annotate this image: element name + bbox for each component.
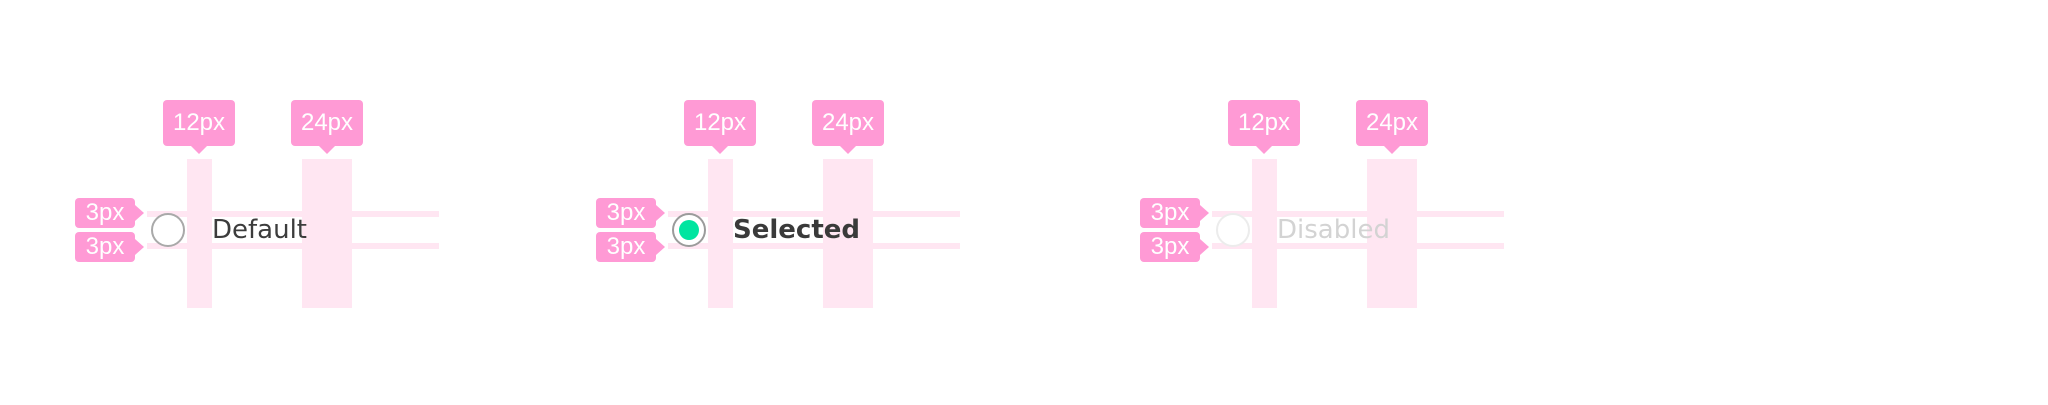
- measure-tag-end-gap: 24px: [812, 100, 884, 154]
- measure-tag-end-gap: 24px: [1356, 100, 1428, 154]
- measure-tag-control-gap: 12px: [163, 100, 235, 154]
- guide-line-top: [147, 211, 439, 217]
- guide-band-12px: [187, 159, 212, 308]
- radio-label-selected: Selected: [733, 215, 860, 245]
- measure-tag-top-padding: 3px: [596, 198, 665, 228]
- guide-line-top: [668, 211, 960, 217]
- guide-line-top: [1212, 211, 1504, 217]
- radio-selected-dot: [679, 220, 699, 240]
- measure-tag-end-gap: 24px: [291, 100, 363, 154]
- measure-tag-bottom-padding: 3px: [75, 232, 144, 262]
- measure-tag-top-padding: 3px: [75, 198, 144, 228]
- radio-spec-selected: 12px 24px 3px 3px Selected: [596, 0, 1096, 405]
- guide-line-bottom: [1212, 243, 1504, 249]
- radio-button-selected[interactable]: [672, 213, 706, 247]
- radio-label-default: Default: [212, 215, 307, 245]
- measure-tag-control-gap: 12px: [684, 100, 756, 154]
- measure-tag-top-padding: 3px: [1140, 198, 1209, 228]
- guide-band-24px: [823, 159, 873, 308]
- radio-button-disabled: [1216, 213, 1250, 247]
- guide-line-bottom: [668, 243, 960, 249]
- measure-tag-bottom-padding: 3px: [1140, 232, 1209, 262]
- guide-line-bottom: [147, 243, 439, 249]
- radio-spec-disabled: 12px 24px 3px 3px Disabled: [1140, 0, 1640, 405]
- measure-tag-bottom-padding: 3px: [596, 232, 665, 262]
- guide-band-24px: [1367, 159, 1417, 308]
- guide-band-12px: [708, 159, 733, 308]
- guide-band-24px: [302, 159, 352, 308]
- measure-tag-control-gap: 12px: [1228, 100, 1300, 154]
- radio-button-default[interactable]: [151, 213, 185, 247]
- guide-band-12px: [1252, 159, 1277, 308]
- radio-spec-default: 12px 24px 3px 3px Default: [75, 0, 575, 405]
- radio-label-disabled: Disabled: [1277, 215, 1390, 245]
